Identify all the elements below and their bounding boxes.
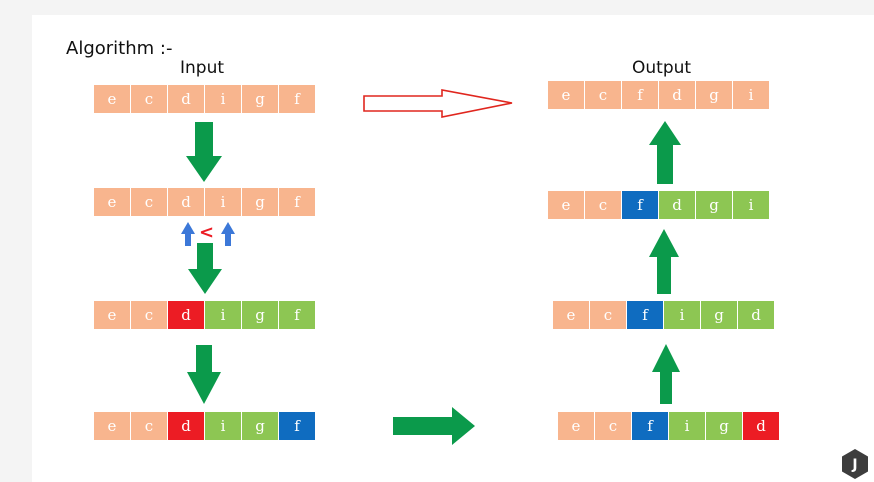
letter-cell: f xyxy=(279,188,315,216)
letter-cell: d xyxy=(659,191,695,219)
letter-cell: c xyxy=(585,191,621,219)
letter-cell: f xyxy=(279,301,315,329)
letter-cell: f xyxy=(622,191,658,219)
letter-cell: i xyxy=(669,412,705,440)
letter-cell: c xyxy=(131,412,167,440)
j-logo-icon: J xyxy=(842,449,868,479)
letter-cell: f xyxy=(279,85,315,113)
up-arrow-3 xyxy=(649,121,681,184)
input-label: Input xyxy=(180,58,225,78)
letter-cell: d xyxy=(168,301,204,329)
letter-cell: d xyxy=(168,412,204,440)
letter-cell: g xyxy=(696,81,732,109)
letter-cell: e xyxy=(94,188,130,216)
letter-cell: d xyxy=(168,188,204,216)
logo-letter: J xyxy=(851,457,857,473)
red-outline-arrow xyxy=(363,89,513,118)
letter-cell: c xyxy=(131,188,167,216)
right-arrow xyxy=(393,407,475,445)
down-arrow-1 xyxy=(186,122,222,182)
letter-cell: d xyxy=(743,412,779,440)
down-arrow-2 xyxy=(188,243,222,294)
letter-cell: g xyxy=(696,191,732,219)
letter-cell: c xyxy=(131,85,167,113)
letter-cell: f xyxy=(627,301,663,329)
up-arrow-1 xyxy=(652,344,680,404)
letter-cell: g xyxy=(242,301,278,329)
letter-cell: e xyxy=(548,191,584,219)
letter-cell: i xyxy=(205,85,241,113)
letter-cell: d xyxy=(168,85,204,113)
less-than-symbol: < xyxy=(199,222,215,243)
letter-cell: f xyxy=(632,412,668,440)
letter-cell: e xyxy=(558,412,594,440)
letter-cell: c xyxy=(595,412,631,440)
letter-cell: f xyxy=(279,412,315,440)
letter-cell: g xyxy=(242,85,278,113)
letter-cell: c xyxy=(590,301,626,329)
letter-cell: g xyxy=(701,301,737,329)
letter-cell: i xyxy=(733,81,769,109)
output-label: Output xyxy=(632,58,692,78)
letter-cell: d xyxy=(659,81,695,109)
down-arrow-3 xyxy=(187,345,221,404)
letter-cell: e xyxy=(94,412,130,440)
letter-cell: i xyxy=(205,412,241,440)
letter-cell: f xyxy=(622,81,658,109)
letter-cell: g xyxy=(242,188,278,216)
letter-cell: i xyxy=(205,301,241,329)
letter-cell: e xyxy=(548,81,584,109)
letter-cell: e xyxy=(553,301,589,329)
letter-cell: e xyxy=(94,85,130,113)
algorithm-title: Algorithm :- xyxy=(66,38,173,59)
letter-cell: c xyxy=(131,301,167,329)
letter-cell: i xyxy=(733,191,769,219)
letter-cell: e xyxy=(94,301,130,329)
compare-arrow-left xyxy=(181,222,195,246)
letter-cell: d xyxy=(738,301,774,329)
letter-cell: i xyxy=(664,301,700,329)
up-arrow-2 xyxy=(649,229,679,294)
letter-cell: c xyxy=(585,81,621,109)
letter-cell: g xyxy=(242,412,278,440)
compare-arrow-right xyxy=(221,222,235,246)
letter-cell: i xyxy=(205,188,241,216)
letter-cell: g xyxy=(706,412,742,440)
